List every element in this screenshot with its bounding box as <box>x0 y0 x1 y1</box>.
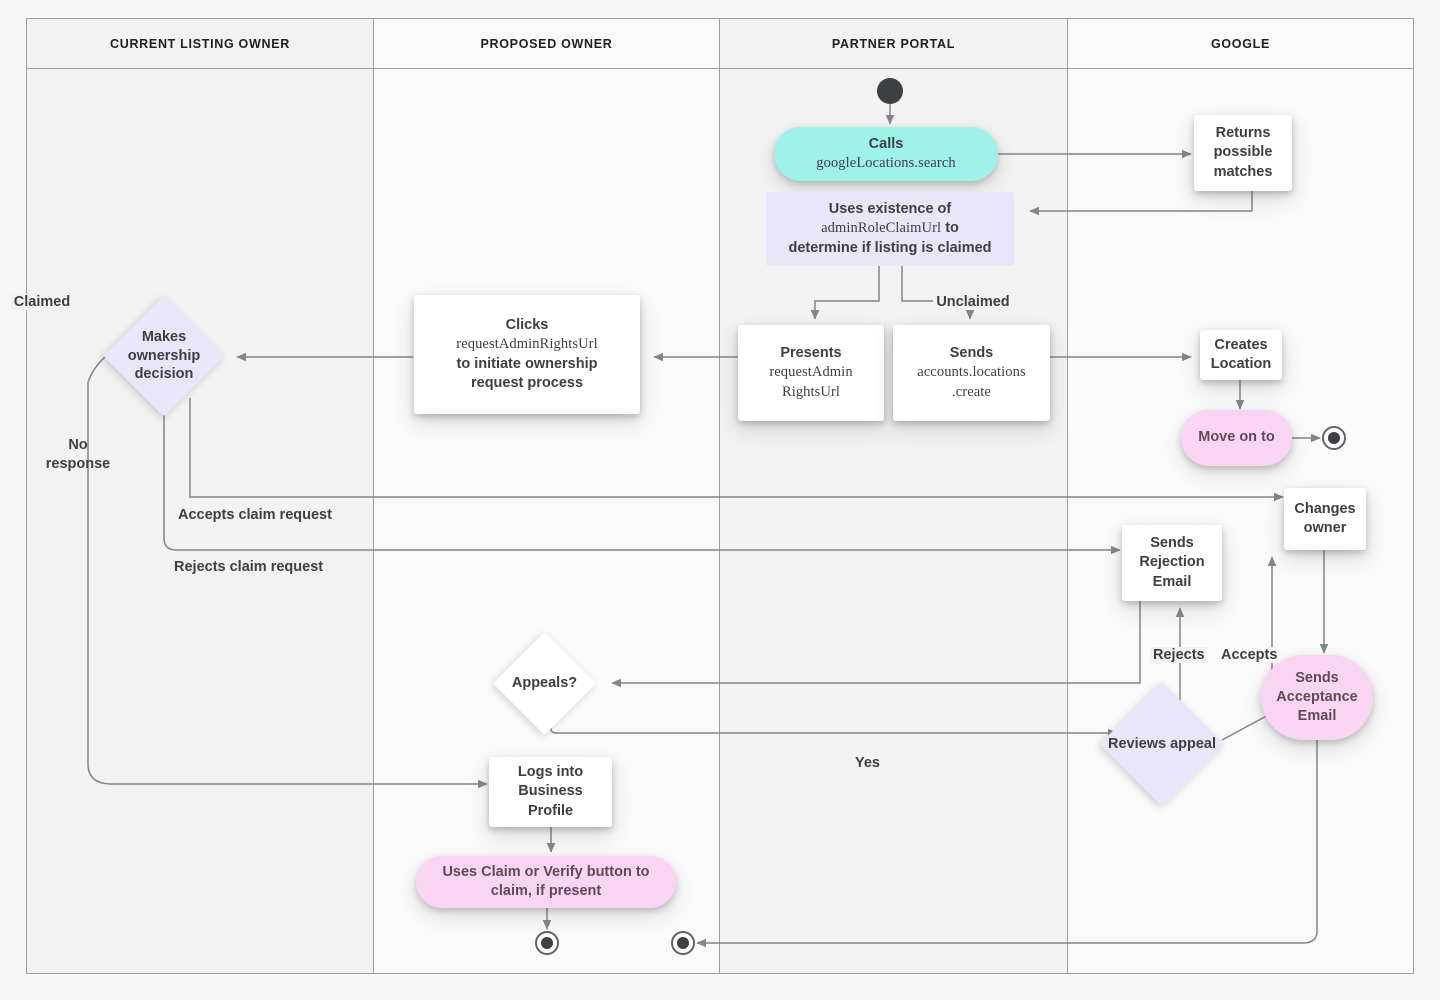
edge-label-rejects-claim-request: Rejects claim request <box>174 559 324 575</box>
sends-create-line3: .create <box>952 383 991 400</box>
edge-label-claimed-text: Claimed <box>10 293 74 310</box>
node-calls-line1: Calls <box>868 135 904 152</box>
uses-existence-line2-wrap: adminRoleClaimUrl to <box>821 219 959 238</box>
lane-divider-1 <box>373 19 374 973</box>
node-logs-into-business-profile[interactable]: Logs into Business Profile <box>489 757 612 827</box>
node-calls-line2: googleLocations.search <box>816 155 956 171</box>
end-node-proposed-owner <box>535 931 559 955</box>
node-presents-request-admin-rights-url[interactable]: Presents requestAdmin RightsUrl <box>738 325 884 421</box>
edge-label-accepts-claim-request: Accepts claim request <box>178 507 332 523</box>
lane-header-current-listing-owner: CURRENT LISTING OWNER <box>110 36 290 51</box>
lane-header-rule <box>27 68 1413 69</box>
lane-header-google: GOOGLE <box>1210 36 1271 51</box>
edge-label-accepts: Accepts <box>1218 627 1281 665</box>
makes-decision-label: Makes ownership decision <box>127 328 201 383</box>
uses-existence-line1: Uses existence of <box>828 201 952 218</box>
node-creates-location[interactable]: Creates Location <box>1200 330 1282 380</box>
lane-header-proposed-owner: PROPOSED OWNER <box>480 36 613 51</box>
end-node-partner-portal <box>671 931 695 955</box>
edge-label-rejects: Rejects <box>1150 627 1208 665</box>
reviews-appeal-label: Reviews appeal <box>1108 735 1216 752</box>
clicks-line2: requestAdminRightsUrl <box>456 336 598 353</box>
node-clicks-request-admin-rights-url[interactable]: Clicks requestAdminRightsUrl to initiate… <box>414 295 640 414</box>
node-sends-accounts-locations-create[interactable]: Sends accounts.locations .create <box>893 325 1050 421</box>
edge-label-yes: Yes <box>852 735 883 773</box>
edge-label-claimed: Claimed <box>0 274 84 312</box>
node-reviews-appeal[interactable]: Reviews appeal <box>1099 681 1225 807</box>
sends-create-line2: accounts.locations <box>917 364 1026 381</box>
lane-divider-2 <box>719 19 720 973</box>
edge-label-yes-text: Yes <box>852 754 883 771</box>
uses-existence-line4: determine if listing is claimed <box>788 239 992 256</box>
node-changes-owner[interactable]: Changes owner <box>1284 488 1366 550</box>
edge-label-rejects-text: Rejects <box>1150 646 1208 663</box>
node-uses-claim-or-verify-button[interactable]: Uses Claim or Verify button to claim, if… <box>416 856 676 908</box>
start-node-partner-portal <box>877 78 903 104</box>
presents-line2: requestAdmin <box>769 364 853 381</box>
node-sends-acceptance-email[interactable]: Sends Acceptance Email <box>1261 655 1373 740</box>
end-node-google <box>1322 426 1346 450</box>
uses-existence-line3: to <box>941 220 959 237</box>
lane-divider-3 <box>1067 19 1068 973</box>
appeals-label: Appeals? <box>511 675 578 692</box>
edge-label-unclaimed-text: Unclaimed <box>933 293 1013 310</box>
node-calls-google-locations-search[interactable]: Calls googleLocations.search <box>774 127 998 181</box>
node-move-on-to[interactable]: Move on to <box>1181 410 1292 466</box>
lane-current-listing-owner <box>27 19 373 973</box>
node-uses-existence-admin-role-claim-url[interactable]: Uses existence of adminRoleClaimUrl to d… <box>766 192 1014 266</box>
clicks-line1: Clicks <box>505 316 549 333</box>
uses-existence-code: adminRoleClaimUrl <box>821 220 942 237</box>
presents-line1: Presents <box>780 345 842 362</box>
node-appeals-decision[interactable]: Appeals? <box>492 631 597 736</box>
sends-create-line1: Sends <box>949 345 994 362</box>
edge-label-unclaimed: Unclaimed <box>921 274 1025 312</box>
lane-proposed-owner <box>374 19 719 973</box>
node-sends-rejection-email[interactable]: Sends Rejection Email <box>1122 525 1222 601</box>
clicks-line3: to initiate ownership <box>456 355 598 372</box>
edge-label-no-response: No response <box>45 437 111 472</box>
clicks-line4: request process <box>470 374 584 391</box>
node-returns-possible-matches[interactable]: Returns possible matches <box>1194 115 1292 191</box>
presents-line3: RightsUrl <box>781 383 841 400</box>
lane-header-partner-portal: PARTNER PORTAL <box>831 36 956 51</box>
edge-label-accepts-text: Accepts <box>1218 646 1281 663</box>
node-makes-ownership-decision[interactable]: Makes ownership decision <box>103 295 225 417</box>
